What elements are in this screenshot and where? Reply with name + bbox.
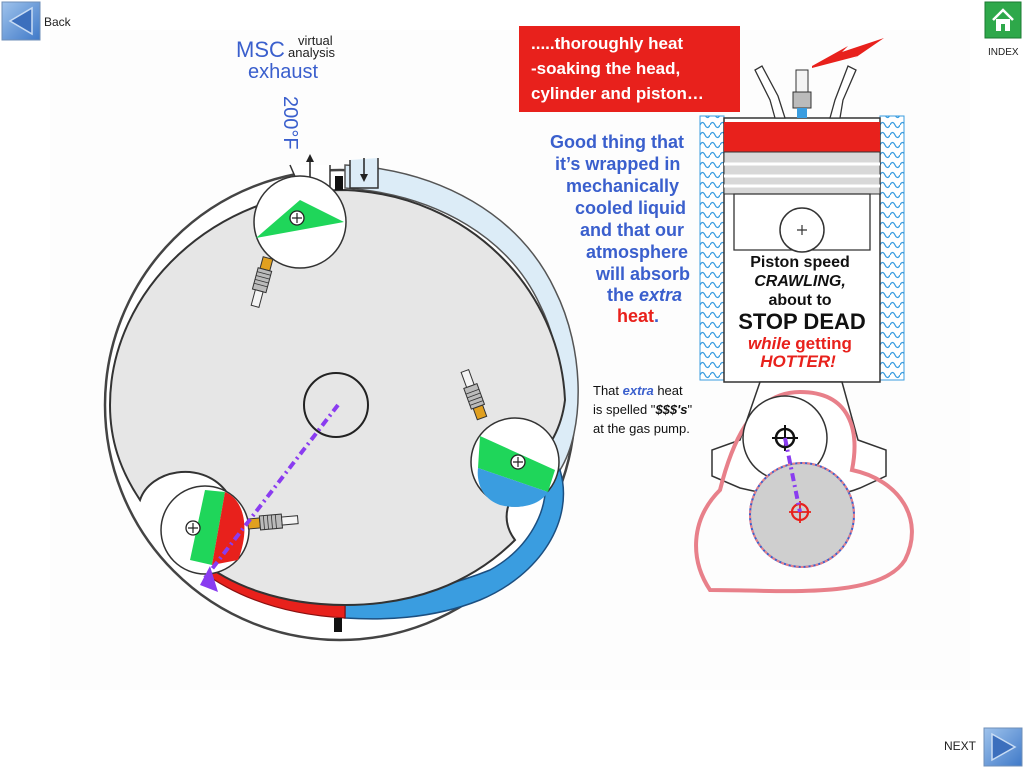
coolant-wall-left (699, 115, 725, 381)
intake-arrow-head (360, 174, 368, 182)
heat-soak-callout: .....thoroughly heat -soaking the head, … (519, 26, 740, 112)
good-thing-the: the (607, 285, 639, 305)
piston-note-line-1: Piston speed (750, 254, 850, 271)
extra-heat-line-2: is spelled "$$$'s" (593, 402, 692, 417)
extra-heat-quote: " (687, 402, 692, 417)
piston-note-line-2: CRAWLING, (754, 273, 846, 290)
good-thing-line-2: it’s wrapped in (555, 154, 680, 174)
rotor-tip-right (470, 417, 560, 507)
extra-heat-dollars: $$$'s (654, 402, 687, 417)
piston-note-getting: getting (791, 334, 852, 353)
lightning-icon (812, 38, 884, 68)
spark-plug-icon (792, 69, 812, 118)
apex-seal-top (335, 176, 343, 190)
extra-heat-that: That (593, 383, 623, 398)
piston-rings (724, 162, 880, 188)
spark-plug-icon (247, 513, 299, 531)
good-thing-line-9: heat. (617, 306, 659, 326)
piston-note-line-3: about to (768, 292, 831, 309)
apex-seal-bottom (334, 618, 342, 632)
analysis-label: analysis (288, 45, 335, 60)
callout-line-1: .....thoroughly heat (531, 34, 683, 53)
piston-note-while: while (748, 334, 791, 353)
home-icon (992, 8, 1014, 31)
extra-heat-line-3: at the gas pump. (593, 421, 690, 436)
good-thing-line-3: mechanically (566, 176, 679, 196)
good-thing-line-4: cooled liquid (575, 198, 686, 218)
piston-engine-diagram (694, 38, 914, 594)
callout-line-2: -soaking the head, (531, 59, 680, 78)
temperature-label: 200°F (279, 96, 301, 150)
valve-right (829, 65, 857, 119)
good-thing-line-7: will absorb (595, 264, 690, 284)
valve-left (754, 65, 786, 119)
callout-line-3: cylinder and piston… (531, 84, 704, 103)
good-thing-extra: extra (639, 285, 682, 305)
next-label: NEXT (944, 739, 977, 753)
good-thing-period: . (654, 306, 659, 326)
rotor-tip-top (253, 175, 347, 269)
virtual-label: virtual (298, 33, 333, 48)
piston-note-line-6: HOTTER! (760, 352, 836, 371)
wrist-pin-mark (797, 225, 807, 235)
piston-note: Piston speed CRAWLING, about to STOP DEA… (738, 254, 866, 371)
back-button[interactable]: Back (1, 1, 72, 41)
crank-sweep-outline (694, 389, 914, 594)
piston-note-line-5: while getting (748, 334, 852, 353)
extra-heat-extra: extra (623, 383, 654, 398)
back-arrow-icon (8, 6, 33, 36)
extra-heat-note: That extra heat is spelled "$$$'s" at th… (593, 383, 692, 436)
next-arrow-icon (991, 732, 1017, 762)
hot-cylinder-head (724, 122, 880, 152)
piston-crown (723, 151, 881, 195)
spark-plug-icon (460, 369, 488, 421)
piston-note-line-4: STOP DEAD (738, 309, 866, 334)
good-thing-line-1: Good thing that (550, 132, 684, 152)
exhaust-arrow-head (306, 154, 314, 162)
back-label: Back (44, 15, 72, 29)
good-thing-line-6: atmosphere (586, 242, 688, 262)
rotor-tip-left (160, 485, 250, 575)
crank-throw-line (783, 437, 802, 513)
extra-heat-heat: heat (654, 383, 683, 398)
next-button[interactable]: NEXT (944, 727, 1023, 767)
good-thing-heat: heat (617, 306, 654, 326)
exhaust-label: exhaust (248, 61, 318, 83)
crank-counterweight-outline (749, 462, 855, 568)
rotary-engine-diagram (103, 154, 579, 642)
coolant-wall-right (879, 115, 905, 381)
extra-heat-spelled: is spelled " (593, 402, 656, 417)
index-button[interactable]: INDEX (984, 1, 1022, 58)
good-thing-note: Good thing that it’s wrapped in mechanic… (550, 132, 690, 326)
good-thing-line-5: and that our (580, 220, 684, 240)
good-thing-line-8: the extra (607, 285, 682, 305)
index-label: INDEX (988, 47, 1019, 58)
crank-arm-line (203, 403, 340, 580)
extra-heat-line-1: That extra heat (593, 383, 683, 398)
spark-plug-icon (250, 256, 274, 308)
msc-label: MSC (236, 37, 285, 62)
crank-arrow-head (200, 566, 218, 592)
